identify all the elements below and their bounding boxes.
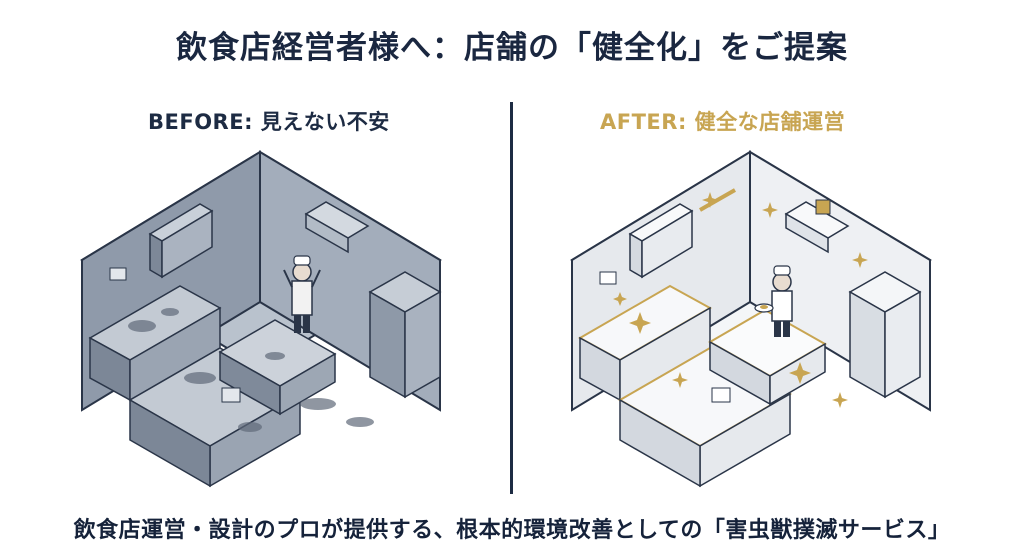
footer-tagline: 飲食店運営・設計のプロが提供する、根本的環境改善としての「害虫獣撲滅サービス」 bbox=[73, 518, 951, 543]
before-heading: BEFORE: 見えない不安 bbox=[148, 110, 390, 134]
page-title: 飲食店経営者様へ：店舗の「健全化」をご提案 bbox=[176, 30, 848, 66]
after-heading: AFTER: 健全な店舗運営 bbox=[600, 110, 846, 134]
center-divider bbox=[510, 102, 513, 494]
dirty-kitchen-illustration bbox=[80, 150, 442, 488]
clean-kitchen-illustration bbox=[570, 150, 932, 488]
